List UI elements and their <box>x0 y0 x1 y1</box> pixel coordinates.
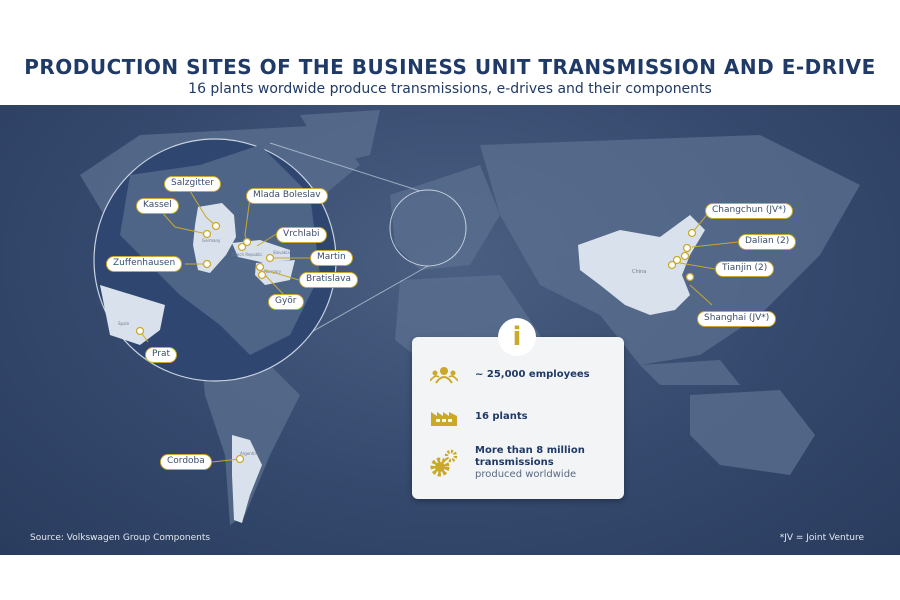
factory-icon <box>431 412 457 426</box>
site-label-shanghai: Shanghai (JV*) <box>697 311 777 327</box>
site-label-martin: Martin <box>310 250 353 266</box>
spain-highlight <box>100 285 165 345</box>
site-label-tianjin: Tianjin (2) <box>715 261 775 277</box>
site-label-bratislava: Bratislava <box>299 272 358 288</box>
info-panel: ~ 25,000 employees 16 plants More than 8… <box>412 337 624 499</box>
country-label-hungary: Hungary <box>264 269 282 274</box>
site-label-salzgitter: Salzgitter <box>164 176 221 192</box>
germany-highlight <box>193 203 236 273</box>
china-highlight <box>578 215 705 315</box>
indonesia <box>640 360 740 385</box>
site-label-gyor: Györ <box>268 294 304 310</box>
output-subline: produced worldwide <box>475 469 577 480</box>
country-label-spain: Spain <box>118 321 130 326</box>
country-label-china: China <box>632 269 646 275</box>
site-label-cordoba: Cordoba <box>160 454 212 470</box>
country-label-slovakia: Slovakia <box>273 250 290 255</box>
page-title: PRODUCTION SITES OF THE BUSINESS UNIT TR… <box>24 55 876 79</box>
site-label-kassel: Kassel <box>136 198 179 214</box>
info-icon: i <box>498 318 536 356</box>
site-markers <box>135 221 697 464</box>
plants-count: 16 plants <box>475 411 528 422</box>
site-label-zuffenhausen: Zuffenhausen <box>106 256 183 272</box>
australia <box>690 390 815 475</box>
output-headline: More than 8 million transmissions <box>475 445 585 468</box>
site-label-vrchlabi: Vrchlabi <box>276 227 327 243</box>
employees-count: ~ 25,000 employees <box>475 369 590 380</box>
page-subtitle: 16 plants wordwide produce transmissions… <box>188 81 712 97</box>
country-label-germany: Germany <box>202 238 221 243</box>
gears-icon <box>430 449 458 477</box>
employees-icon <box>430 367 458 384</box>
jv-footnote: *JV = Joint Venture <box>779 533 864 543</box>
source-note: Source: Volkswagen Group Components <box>30 533 211 543</box>
site-label-dalian: Dalian (2) <box>738 234 797 250</box>
south-america <box>200 340 300 525</box>
site-label-changchun: Changchun (JV*) <box>705 203 794 219</box>
country-label-argentina: Argentina <box>240 451 260 456</box>
site-label-prat: Prat <box>145 347 178 363</box>
site-label-mlada-boleslav: Mlada Boleslav <box>246 188 328 204</box>
country-label-czech: Czech Republic <box>232 252 262 257</box>
europe <box>390 165 500 270</box>
greenland <box>300 110 380 165</box>
